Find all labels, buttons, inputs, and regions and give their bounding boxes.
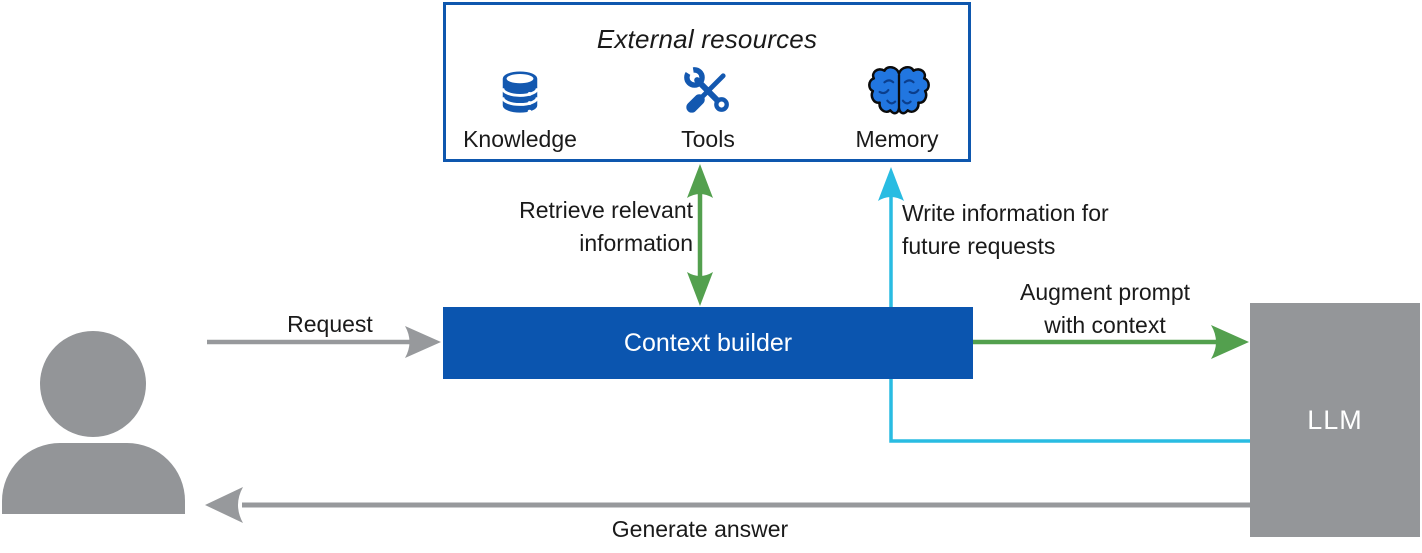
retrieve-label-line2: information [579, 230, 693, 256]
tools-icon [682, 64, 734, 118]
arrowhead-up [878, 167, 904, 201]
augment-label-line1: Augment prompt [1019, 279, 1191, 305]
llm-label: LLM [1307, 404, 1363, 435]
database-icon-svg [501, 71, 539, 114]
generate-label: Generate answer [611, 516, 789, 542]
edge-generate [205, 487, 1251, 523]
context-builder-label: Context builder [623, 328, 793, 357]
edge-request [207, 326, 441, 358]
retrieve-label: Retrieve relevant information [400, 194, 693, 260]
knowledge-label: Knowledge [463, 126, 577, 152]
person-icon [40, 331, 146, 437]
request-label: Request [287, 311, 373, 337]
edge-write [878, 167, 1251, 443]
write-label-line2: future requests [902, 233, 1056, 259]
write-label: Write information for future requests [902, 197, 1232, 263]
edge-augment [973, 325, 1249, 359]
edge-retrieve [687, 164, 713, 306]
tools-icon-svg [682, 64, 729, 113]
external-resources-title: External resources [596, 24, 818, 54]
database-icon [497, 66, 543, 120]
brain-icon [868, 62, 930, 120]
write-label-line1: Write information for [902, 200, 1109, 226]
retrieve-label-line1: Retrieve relevant [519, 197, 693, 223]
arrowhead-down [687, 272, 713, 306]
arrowhead-left [205, 487, 243, 523]
augment-label-line2: with context [1044, 312, 1166, 338]
llm-node: LLM [1250, 303, 1420, 537]
arrowhead-right [405, 326, 441, 358]
memory-label: Memory [855, 126, 939, 152]
arrowhead-up [687, 164, 713, 198]
tools-label: Tools [681, 126, 735, 152]
brain-icon-svg [868, 65, 930, 115]
arrowhead-right [1211, 325, 1249, 359]
person-icon-body [2, 443, 185, 514]
context-builder-node: Context builder [443, 307, 973, 379]
augment-label: Augment prompt with context [975, 276, 1235, 342]
